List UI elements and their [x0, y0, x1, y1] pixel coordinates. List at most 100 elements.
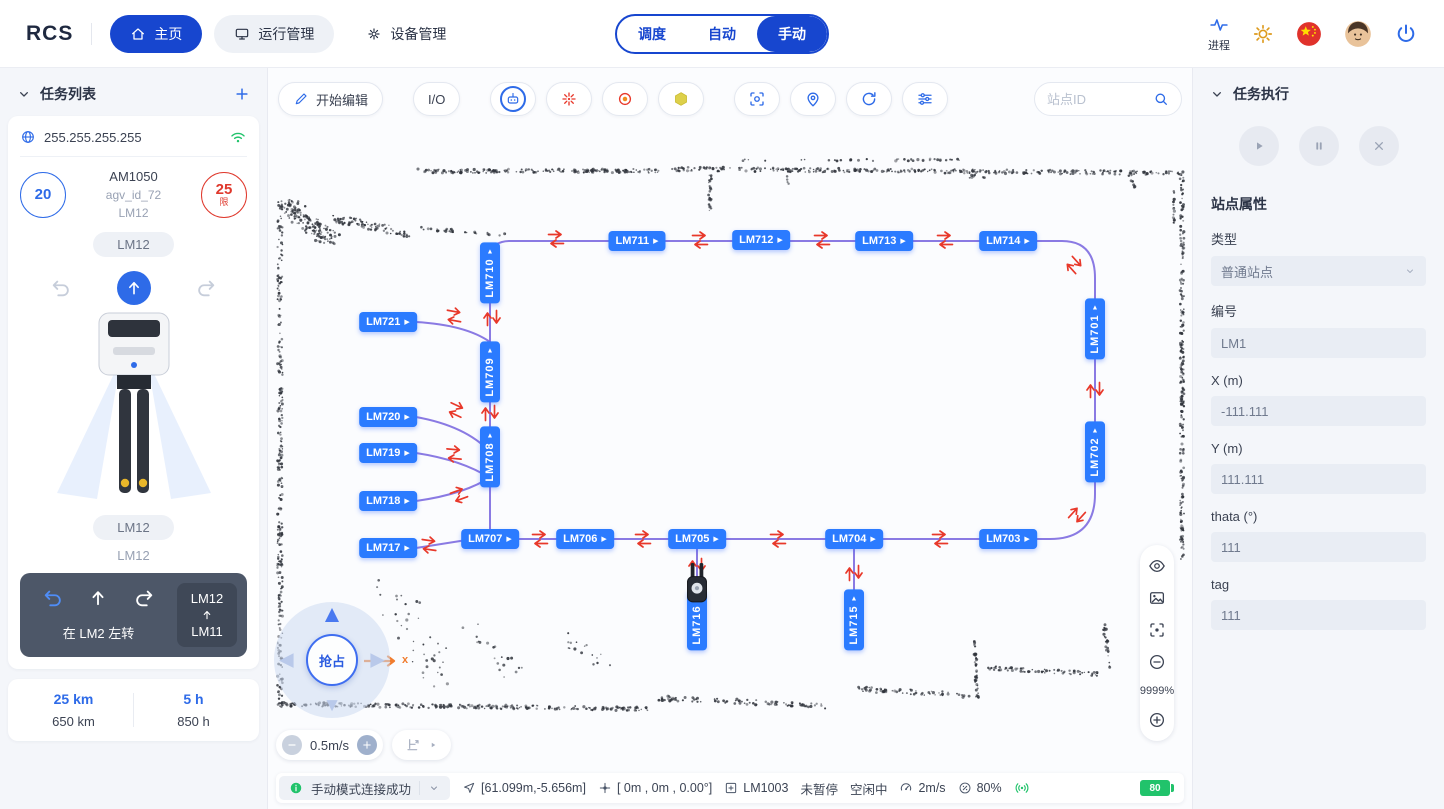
- selected-ring: [500, 86, 527, 112]
- station-chip[interactable]: LM705▶: [668, 529, 726, 549]
- gear-icon: [366, 26, 382, 42]
- station-chip[interactable]: ▲LM701: [1085, 298, 1105, 360]
- station-search[interactable]: [1034, 82, 1182, 116]
- chevron-down-icon[interactable]: [1209, 86, 1225, 102]
- process-label: 进程: [1208, 39, 1230, 52]
- play-button[interactable]: [1238, 126, 1279, 166]
- add-task-button[interactable]: [233, 85, 251, 103]
- direction-arrows: [445, 444, 464, 463]
- topbar-right: 进程: [1208, 15, 1418, 53]
- percent-icon: [958, 781, 972, 795]
- task-execution-title: 任务执行: [1233, 86, 1289, 102]
- laser-layer-button[interactable]: [546, 82, 593, 116]
- user-avatar[interactable]: [1344, 20, 1372, 48]
- zoom-in-button[interactable]: [1148, 711, 1166, 729]
- speed-plus-button[interactable]: [357, 735, 378, 755]
- avatar-icon: [1344, 20, 1372, 48]
- nav-devices[interactable]: 设备管理: [346, 15, 466, 53]
- process-button[interactable]: 进程: [1208, 15, 1230, 53]
- station-type-select[interactable]: 普通站点: [1211, 256, 1426, 286]
- station-chip[interactable]: LM712▶: [732, 230, 790, 250]
- nav-operations[interactable]: 运行管理: [214, 14, 335, 53]
- station-chip[interactable]: LM718▶: [359, 491, 417, 511]
- station-chip[interactable]: LM717▶: [359, 538, 417, 558]
- station-theta-input[interactable]: [1211, 532, 1426, 562]
- power-button[interactable]: [1394, 22, 1418, 46]
- station-y-input[interactable]: [1211, 464, 1426, 494]
- turn-left-button[interactable]: [50, 277, 72, 299]
- filter-button[interactable]: [902, 82, 949, 116]
- location-button[interactable]: [790, 82, 837, 116]
- map-area[interactable]: LM711▶LM712▶LM713▶LM714▶▲LM710▲LM701▲LM7…: [268, 68, 1192, 809]
- station-chip[interactable]: ▲LM709: [480, 341, 500, 403]
- station-tag-input[interactable]: [1211, 600, 1426, 630]
- joystick-right-arrow[interactable]: ▶: [370, 649, 385, 671]
- turn-right-icon[interactable]: [133, 587, 155, 609]
- direction-arrows: [444, 398, 467, 421]
- station-chip[interactable]: ▲LM702: [1085, 421, 1105, 483]
- distance-stats: 25 km 650 km: [14, 691, 133, 729]
- agv-map-marker[interactable]: [683, 563, 711, 605]
- chevron-down-icon[interactable]: [419, 781, 440, 795]
- mode-manual[interactable]: 手动: [757, 16, 827, 52]
- mode-dispatch[interactable]: 调度: [638, 26, 666, 42]
- robot-layer-button[interactable]: [490, 82, 537, 116]
- station-props-title: 站点属性: [1211, 196, 1267, 212]
- station-chip[interactable]: LM711▶: [608, 231, 666, 251]
- language-flag-button[interactable]: [1296, 21, 1322, 47]
- visibility-button[interactable]: [1148, 557, 1166, 575]
- turn-left-active-icon[interactable]: [42, 587, 64, 609]
- station-id-input[interactable]: [1211, 328, 1426, 358]
- search-icon[interactable]: [1153, 91, 1169, 107]
- station-x-input[interactable]: [1211, 396, 1426, 426]
- target-layer-button[interactable]: [602, 82, 649, 116]
- pause-button[interactable]: [1298, 126, 1339, 166]
- brightness-button[interactable]: [1252, 23, 1274, 45]
- station-chip[interactable]: LM704▶: [825, 529, 883, 549]
- zone-layer-button[interactable]: [658, 82, 705, 116]
- station-chip[interactable]: LM707▶: [461, 529, 519, 549]
- station-chip[interactable]: ▲LM710: [480, 242, 500, 304]
- joystick-up-arrow[interactable]: ▲: [320, 601, 344, 628]
- station-chip[interactable]: ▲LM715: [844, 589, 864, 651]
- station-chip[interactable]: LM719▶: [359, 443, 417, 463]
- nav-home[interactable]: 主页: [110, 14, 203, 53]
- china-flag-icon: [1296, 21, 1322, 47]
- task-execution-header: 任务执行: [1193, 68, 1444, 114]
- seize-control-button[interactable]: 抢占: [306, 634, 358, 686]
- mode-switcher: 调度 自动 手动: [615, 14, 829, 54]
- relocate-button[interactable]: [734, 82, 781, 116]
- io-button[interactable]: I/O: [413, 82, 461, 116]
- station-search-input[interactable]: [1047, 91, 1145, 107]
- start-edit-button[interactable]: 开始编辑: [278, 82, 384, 116]
- pencil-icon: [293, 91, 309, 107]
- direction-arrows: [931, 530, 949, 548]
- mode-auto[interactable]: 自动: [708, 26, 736, 42]
- straight-icon[interactable]: [88, 588, 108, 608]
- speed-minus-button[interactable]: [282, 735, 302, 755]
- station-chip[interactable]: LM713▶: [855, 231, 913, 251]
- stop-button[interactable]: [1358, 126, 1399, 166]
- forward-button[interactable]: [116, 271, 151, 305]
- station-chip[interactable]: LM720▶: [359, 407, 417, 427]
- station-chip[interactable]: ▲LM708: [480, 426, 500, 488]
- joystick-down-arrow[interactable]: ▼: [322, 695, 342, 716]
- turn-right-button[interactable]: [195, 277, 217, 299]
- zoom-out-button[interactable]: [1148, 653, 1166, 671]
- direction-arrows: [481, 404, 499, 422]
- joystick-left-arrow[interactable]: ◀: [279, 649, 294, 671]
- up-triangle-icon: ▲: [1091, 427, 1099, 435]
- agv-card[interactable]: 255.255.255.255 20 AM1050 agv_id_72 LM12…: [8, 116, 259, 669]
- chevron-down-icon[interactable]: [16, 86, 32, 102]
- connection-status-dropdown[interactable]: 手动模式连接成功: [279, 776, 451, 800]
- forklift-image: [56, 312, 211, 499]
- refresh-button[interactable]: [846, 82, 893, 116]
- station-chip[interactable]: LM703▶: [979, 529, 1037, 549]
- station-chip[interactable]: LM714▶: [979, 231, 1037, 251]
- lift-control[interactable]: [392, 730, 451, 760]
- task-execution-panel: 任务执行 站点属性 类型 普通站点 编号 X (m) Y (m) thata (…: [1192, 68, 1444, 809]
- station-chip[interactable]: LM706▶: [556, 529, 614, 549]
- snapshot-button[interactable]: [1148, 589, 1166, 607]
- center-view-button[interactable]: [1148, 621, 1166, 639]
- station-chip[interactable]: LM721▶: [359, 312, 417, 332]
